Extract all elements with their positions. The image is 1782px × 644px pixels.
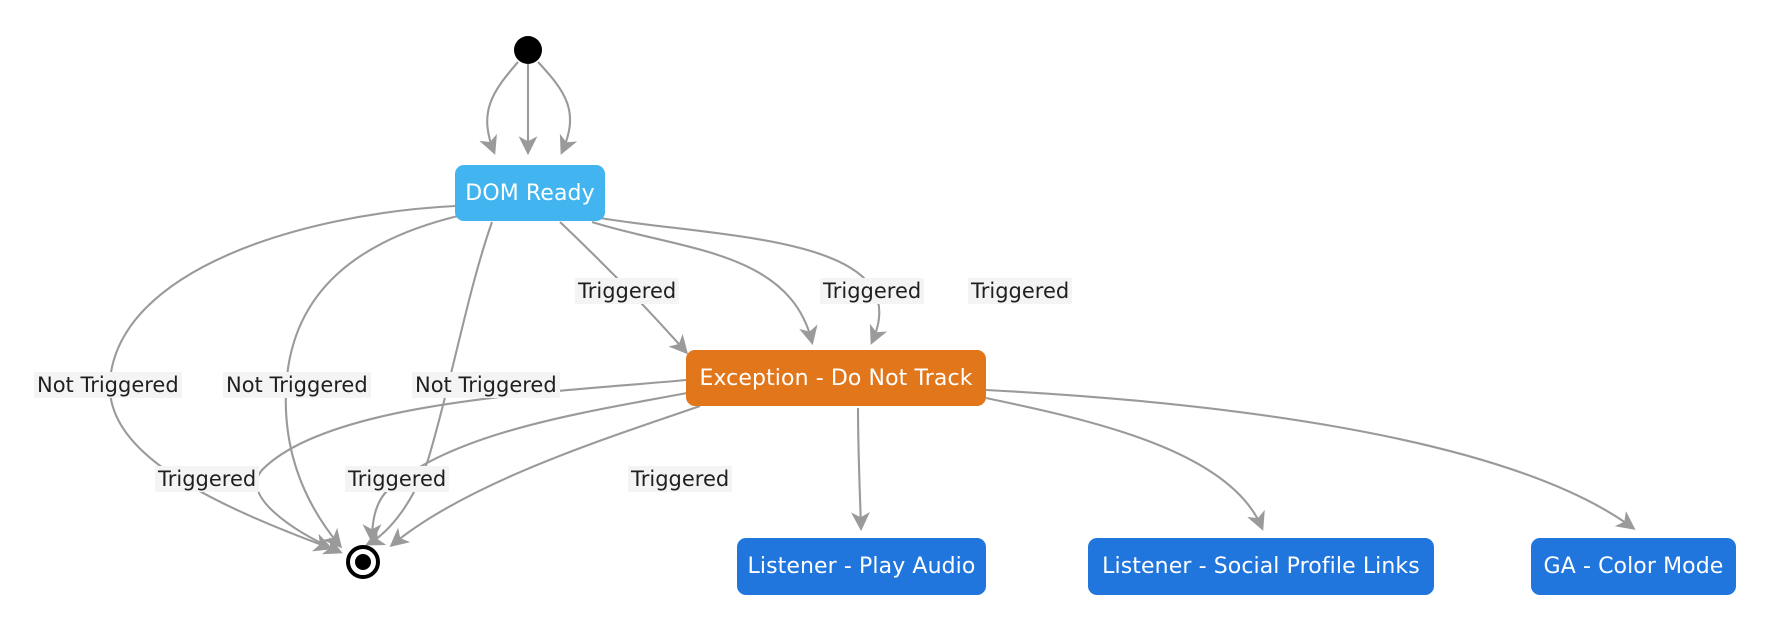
node-ga-color-mode[interactable]: GA - Color Mode: [1531, 538, 1736, 595]
edge-label-triggered-top-2: Triggered: [820, 278, 925, 305]
edge-exception-play-audio: [851, 407, 870, 532]
node-listener-play-audio-label: Listener - Play Audio: [747, 554, 976, 579]
end-state-inner-dot: [355, 554, 371, 570]
edge-label-triggered-low-3: Triggered: [628, 466, 733, 493]
node-exception-do-not-track-label: Exception - Do Not Track: [699, 365, 973, 391]
edge-exception-end-3: [389, 405, 701, 548]
start-state-node[interactable]: [514, 36, 542, 64]
edge-label-triggered-low-1: Triggered: [155, 466, 260, 493]
edge-label-not-triggered-3: Not Triggered: [412, 372, 560, 399]
edge-dom-ready-exception-3: [599, 216, 888, 345]
edge-start-dom-ready-right: [537, 61, 578, 155]
edge-exception-social-profile-links: [985, 396, 1265, 531]
edge-label-triggered-low-2: Triggered: [345, 466, 450, 493]
edge-label-not-triggered-1: Not Triggered: [34, 372, 182, 399]
edge-exception-end-1: [255, 378, 687, 555]
node-listener-play-audio[interactable]: Listener - Play Audio: [737, 538, 986, 595]
edge-exception-ga-color-mode: [985, 388, 1636, 530]
node-ga-color-mode-label: GA - Color Mode: [1543, 554, 1724, 579]
edges-exception-to-end: [255, 378, 701, 555]
node-listener-social-profile-links-label: Listener - Social Profile Links: [1102, 554, 1420, 579]
end-state-node[interactable]: [346, 545, 380, 579]
edge-dom-ready-end-not-triggered-3: [365, 221, 493, 546]
edge-exception-end-2: [362, 390, 693, 544]
node-exception-do-not-track[interactable]: Exception - Do Not Track: [686, 350, 986, 406]
node-listener-social-profile-links[interactable]: Listener - Social Profile Links: [1088, 538, 1434, 595]
edge-dom-ready-end-not-triggered-1: [108, 204, 456, 552]
node-dom-ready-label: DOM Ready: [465, 180, 595, 206]
edge-dom-ready-exception-2: [591, 220, 818, 346]
edges-exception-to-listeners: [851, 388, 1636, 532]
node-dom-ready[interactable]: DOM Ready: [455, 165, 605, 221]
edges-start-to-dom-ready: [479, 61, 578, 156]
edge-label-triggered-top-1: Triggered: [575, 278, 680, 305]
edge-label-not-triggered-2: Not Triggered: [223, 372, 371, 399]
edge-label-triggered-top-3: Triggered: [968, 278, 1073, 305]
edge-start-dom-ready-left: [479, 61, 519, 155]
